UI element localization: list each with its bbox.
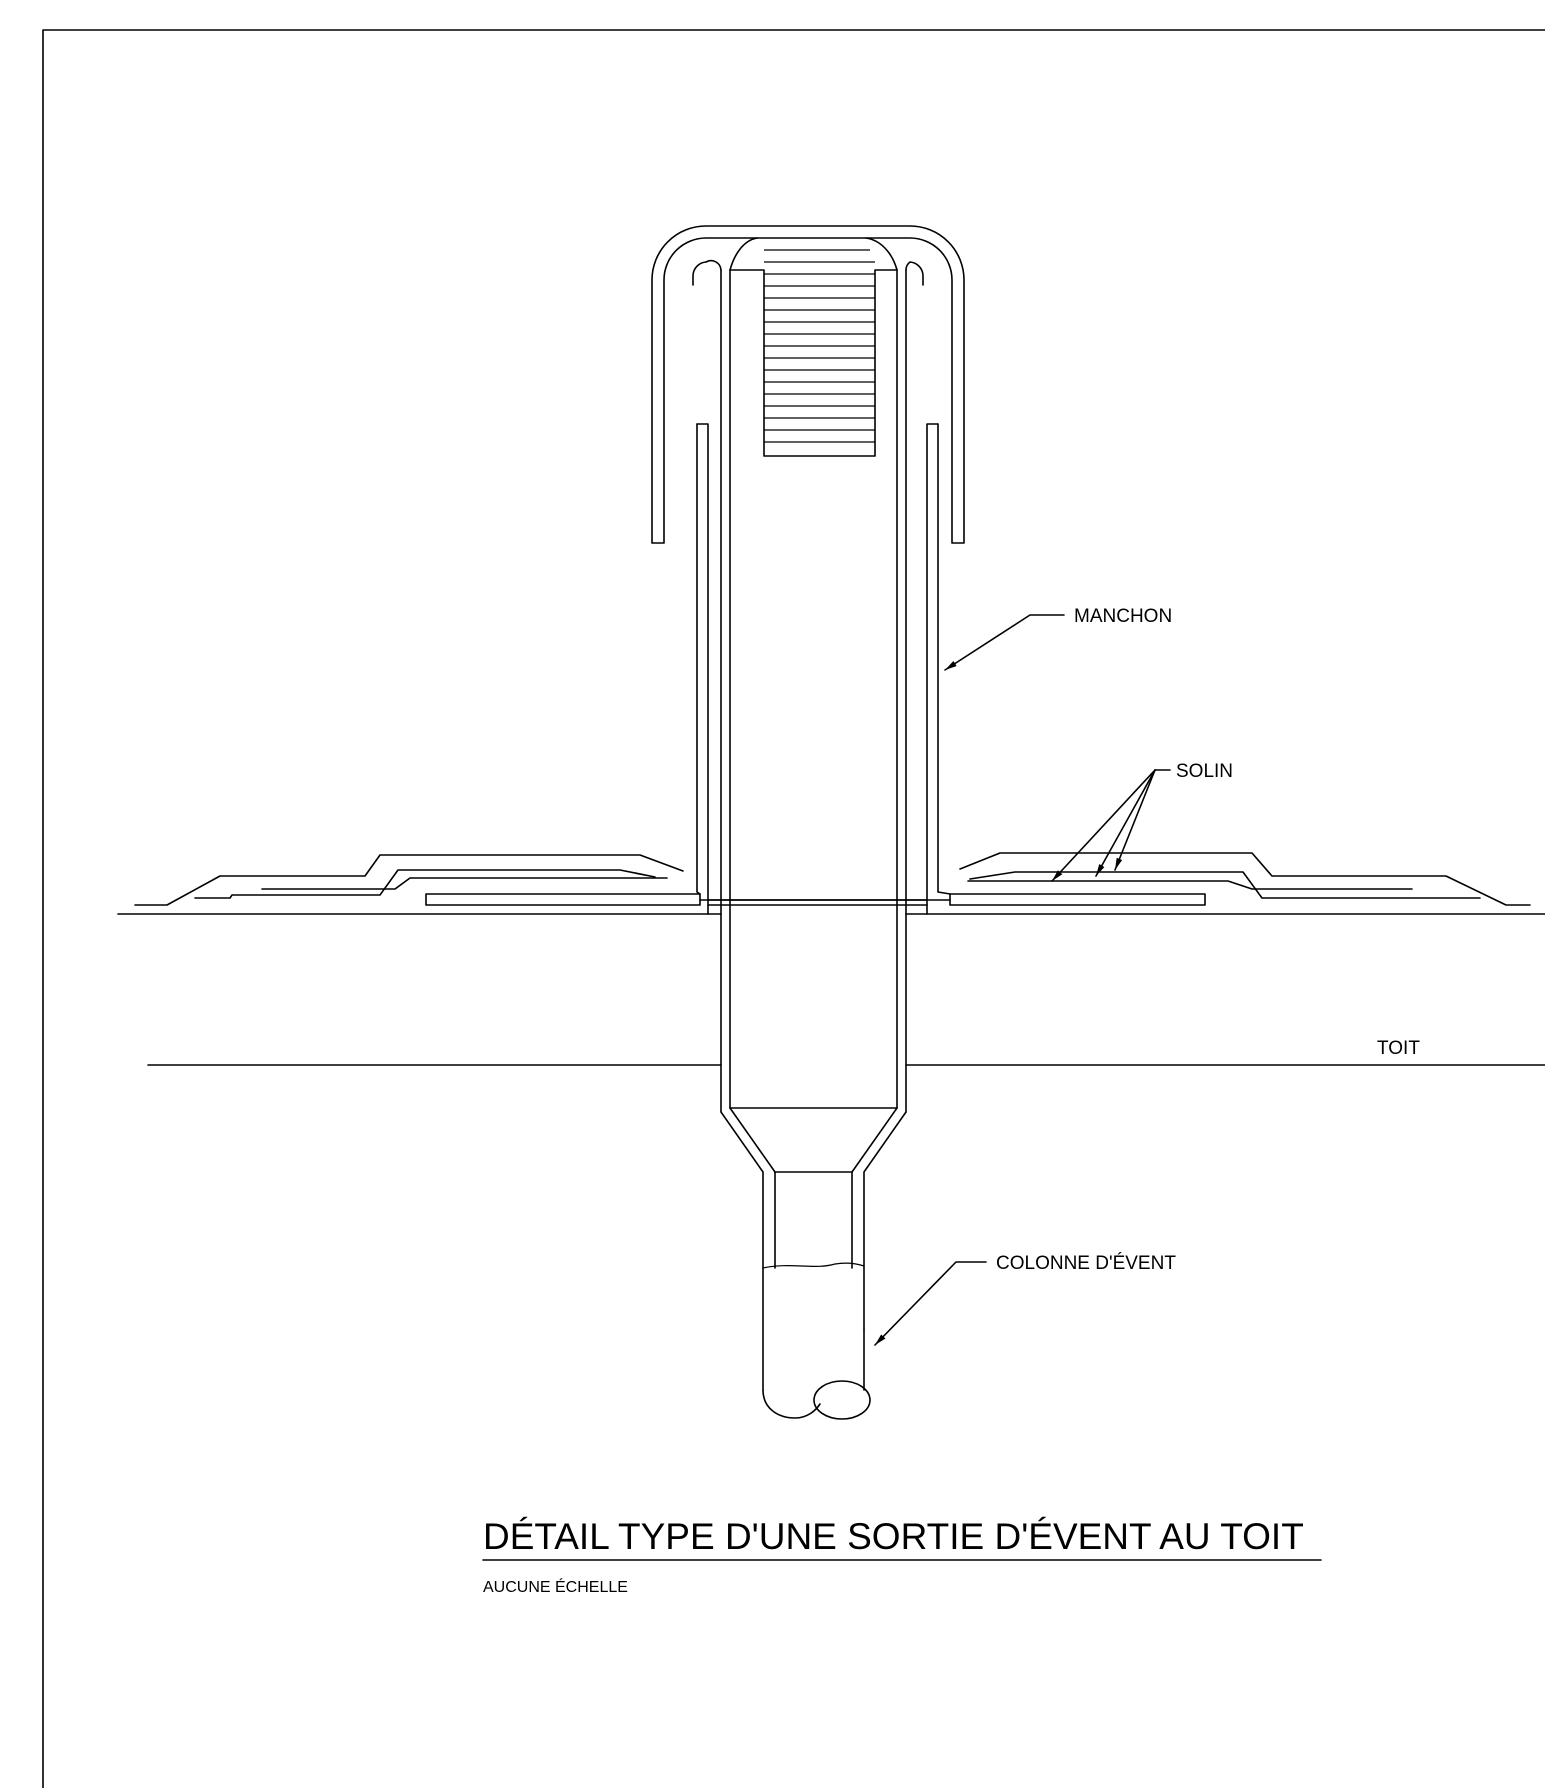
flashing-right <box>949 852 1531 906</box>
vent-cap <box>651 225 965 544</box>
leader-flashing <box>1051 769 1171 882</box>
label-sleeve: MANCHON <box>1074 606 1172 627</box>
vent-screen <box>764 249 875 443</box>
label-flashing: SOLIN <box>1176 761 1233 782</box>
roof <box>117 913 1545 1066</box>
leader-vent-stack <box>874 1261 987 1346</box>
vent-stack <box>720 269 907 1420</box>
label-vent-stack: COLONNE D'ÉVENT <box>996 1253 1176 1274</box>
sleeve <box>696 423 951 915</box>
scale-note: AUCUNE ÉCHELLE <box>483 1577 628 1596</box>
drawing-border <box>42 29 1545 1788</box>
diagram-title: DÉTAIL TYPE D'UNE SORTIE D'ÉVENT AU TOIT <box>483 1516 1304 1557</box>
label-roof: TOIT <box>1377 1038 1420 1059</box>
leader-sleeve <box>944 614 1065 671</box>
flashing-left <box>134 854 701 906</box>
